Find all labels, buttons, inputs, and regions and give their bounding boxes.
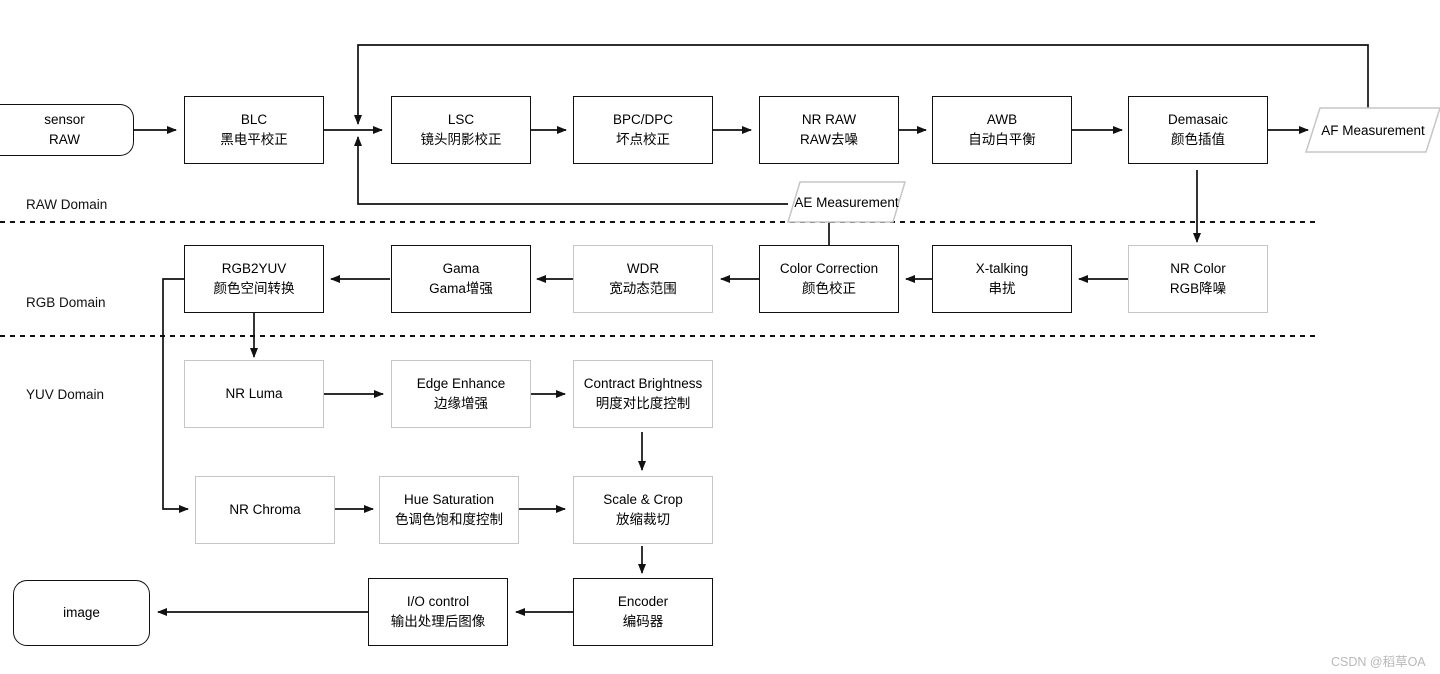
- node-label-line1: sensor: [44, 112, 85, 128]
- node-awb[interactable]: AWB 自动白平衡: [932, 96, 1072, 164]
- node-label-line1: NR Color: [1170, 261, 1226, 277]
- node-label-line1: RGB2YUV: [221, 261, 287, 277]
- edge-af-feedback: [354, 44, 1369, 125]
- node-label-line2: 颜色空间转换: [213, 281, 295, 296]
- node-label-line1: Encoder: [617, 594, 669, 610]
- node-bpc-dpc[interactable]: BPC/DPC 坏点校正: [573, 96, 713, 164]
- node-blc[interactable]: BLC 黑电平校正: [184, 96, 324, 164]
- node-color-correction[interactable]: Color Correction 颜色校正: [759, 245, 899, 313]
- node-label-line2: 颜色校正: [802, 281, 856, 296]
- node-label-line1: Hue Saturation: [403, 492, 495, 508]
- node-label-line2: RGB降噪: [1169, 281, 1227, 296]
- node-nr-raw[interactable]: NR RAW RAW去噪: [759, 96, 899, 164]
- node-label-line1: WDR: [626, 261, 660, 277]
- domain-label-yuv: YUV Domain: [26, 387, 105, 402]
- node-x-talking[interactable]: X-talking 串扰: [932, 245, 1072, 313]
- node-label-line1: Scale & Crop: [603, 492, 683, 508]
- node-ae-measurement[interactable]: AE Measurement: [788, 182, 905, 222]
- node-label-line1: Edge Enhance: [416, 376, 506, 392]
- node-label-line1: Contract Brightness: [583, 376, 703, 392]
- node-hue-saturation[interactable]: Hue Saturation 色调色饱和度控制: [379, 476, 519, 544]
- node-label-line1: AWB: [986, 112, 1018, 128]
- node-io-control[interactable]: I/O control 输出处理后图像: [368, 578, 508, 646]
- node-af-measurement[interactable]: AF Measurement: [1306, 108, 1440, 152]
- node-label-line1: AF Measurement: [1321, 122, 1425, 138]
- node-label-line1: Gama: [442, 261, 480, 277]
- node-nr-luma[interactable]: NR Luma: [184, 360, 324, 428]
- node-label-line2: 色调色饱和度控制: [395, 512, 503, 527]
- node-sensor-raw[interactable]: sensor RAW: [0, 104, 134, 156]
- node-label-line1: NR RAW: [801, 112, 857, 128]
- domain-label-rgb: RGB Domain: [26, 295, 106, 310]
- node-label-line2: 坏点校正: [616, 132, 670, 147]
- edge-rgb2yuv-nrchroma: [162, 278, 189, 513]
- node-label-line2: RAW去噪: [800, 132, 858, 147]
- node-label-line1: AE Measurement: [794, 194, 899, 210]
- node-label-line1: BLC: [240, 112, 268, 128]
- node-label-line2: RAW: [49, 132, 80, 147]
- node-label-line1: Color Correction: [779, 261, 879, 277]
- edge-ae-feedback: [354, 136, 788, 205]
- af-measurement-shape: [1304, 107, 1440, 153]
- domain-label-raw: RAW Domain: [26, 197, 108, 212]
- node-label-line2: 黑电平校正: [220, 132, 288, 147]
- node-wdr[interactable]: WDR 宽动态范围: [573, 245, 713, 313]
- node-label-line1: Demasaic: [1167, 112, 1229, 128]
- node-label-line2: 边缘增强: [434, 396, 488, 411]
- node-label-line2: 自动白平衡: [968, 132, 1036, 147]
- node-label-line1: LSC: [447, 112, 475, 128]
- node-label-line2: 编码器: [622, 614, 664, 629]
- node-label-line2: 串扰: [988, 281, 1016, 296]
- node-nr-color[interactable]: NR Color RGB降噪: [1128, 245, 1268, 313]
- node-label-line2: 颜色插值: [1171, 132, 1225, 147]
- node-label-line2: 镜头阴影校正: [420, 132, 502, 147]
- node-encoder[interactable]: Encoder 编码器: [573, 578, 713, 646]
- node-lsc[interactable]: LSC 镜头阴影校正: [391, 96, 531, 164]
- watermark: CSDN @稻草OA: [1331, 655, 1426, 669]
- node-label-line1: NR Luma: [225, 386, 283, 402]
- node-label-line1: BPC/DPC: [612, 112, 673, 128]
- node-nr-chroma[interactable]: NR Chroma: [195, 476, 335, 544]
- node-label-line2: 输出处理后图像: [390, 614, 486, 629]
- node-image-output[interactable]: image: [13, 580, 150, 646]
- node-label-line1: X-talking: [975, 261, 1029, 277]
- node-edge-enhance[interactable]: Edge Enhance 边缘增强: [391, 360, 531, 428]
- node-label-line2: 明度对比度控制: [595, 396, 691, 411]
- node-label-line2: 放缩裁切: [616, 512, 670, 527]
- node-label-line1: NR Chroma: [229, 502, 301, 518]
- node-demasaic[interactable]: Demasaic 颜色插值: [1128, 96, 1268, 164]
- node-label-line1: image: [63, 605, 100, 621]
- node-label-line2: 宽动态范围: [609, 281, 677, 296]
- node-gama[interactable]: Gama Gama增强: [391, 245, 531, 313]
- node-rgb2yuv[interactable]: RGB2YUV 颜色空间转换: [184, 245, 324, 313]
- node-label-line2: Gama增强: [429, 281, 493, 296]
- ae-measurement-shape: [786, 181, 907, 223]
- node-contract-brightness[interactable]: Contract Brightness 明度对比度控制: [573, 360, 713, 428]
- node-scale-crop[interactable]: Scale & Crop 放缩裁切: [573, 476, 713, 544]
- node-label-line1: I/O control: [406, 594, 470, 610]
